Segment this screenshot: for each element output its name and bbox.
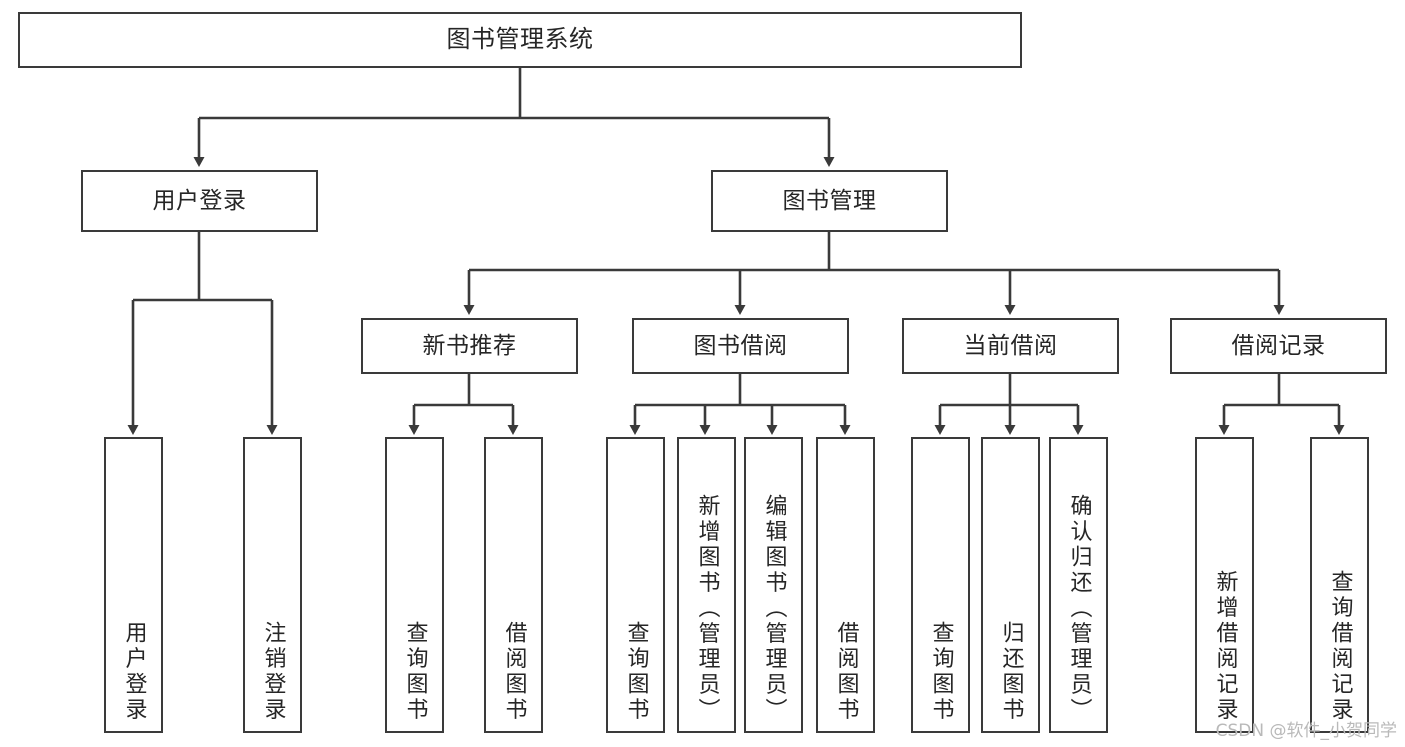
leaf-user-login-label: 用户登录 [121, 621, 147, 723]
node-book-management[interactable]: 图书管理 [711, 170, 948, 232]
node-book-borrow[interactable]: 图书借阅 [632, 318, 849, 374]
node-current-borrow[interactable]: 当前借阅 [902, 318, 1119, 374]
leaf-query-book-newbook-label: 查询图书 [402, 621, 428, 723]
leaf-user-login[interactable]: 用户登录 [104, 437, 163, 733]
leaf-logout-label: 注销登录 [260, 621, 286, 723]
node-root-book-management-system[interactable]: 图书管理系统 [18, 12, 1022, 68]
node-new-book-recommend[interactable]: 新书推荐 [361, 318, 578, 374]
leaf-query-borrow-record-label: 查询借阅记录 [1327, 570, 1353, 723]
node-borrow-record-label: 借阅记录 [1231, 332, 1326, 359]
node-new-book-recommend-label: 新书推荐 [422, 332, 517, 359]
node-book-borrow-label: 图书借阅 [693, 332, 788, 359]
leaf-add-borrow-record[interactable]: 新增借阅记录 [1195, 437, 1254, 733]
leaf-borrow-book-borrow-label: 借阅图书 [833, 621, 859, 723]
leaf-borrow-book-newbook-label: 借阅图书 [501, 621, 527, 723]
leaf-query-book-newbook[interactable]: 查询图书 [385, 437, 444, 733]
leaf-query-book-current[interactable]: 查询图书 [911, 437, 970, 733]
leaf-query-borrow-record[interactable]: 查询借阅记录 [1310, 437, 1369, 733]
node-borrow-record[interactable]: 借阅记录 [1170, 318, 1387, 374]
node-user-login-label: 用户登录 [152, 187, 247, 214]
leaf-logout[interactable]: 注销登录 [243, 437, 302, 733]
leaf-query-book-current-label: 查询图书 [928, 621, 954, 723]
leaf-edit-book-admin[interactable]: 编辑图书（管理员） [744, 437, 803, 733]
leaf-return-book[interactable]: 归还图书 [981, 437, 1040, 733]
leaf-borrow-book-newbook[interactable]: 借阅图书 [484, 437, 543, 733]
leaf-confirm-return-admin[interactable]: 确认归还（管理员） [1049, 437, 1108, 733]
leaf-add-book-admin-label: 新增图书（管理员） [694, 493, 720, 724]
leaf-query-book-borrow-label: 查询图书 [623, 621, 649, 723]
node-book-management-label: 图书管理 [782, 187, 877, 214]
leaf-add-book-admin[interactable]: 新增图书（管理员） [677, 437, 736, 733]
leaf-confirm-return-admin-label: 确认归还（管理员） [1066, 493, 1092, 724]
leaf-edit-book-admin-label: 编辑图书（管理员） [761, 493, 787, 724]
csdn-watermark: CSDN @软件_小贺同学 [1215, 721, 1397, 741]
leaf-query-book-borrow[interactable]: 查询图书 [606, 437, 665, 733]
leaf-add-borrow-record-label: 新增借阅记录 [1212, 570, 1238, 723]
node-user-login[interactable]: 用户登录 [81, 170, 318, 232]
leaf-return-book-label: 归还图书 [998, 621, 1024, 723]
node-root-label: 图书管理系统 [446, 25, 594, 54]
leaf-borrow-book-borrow[interactable]: 借阅图书 [816, 437, 875, 733]
node-current-borrow-label: 当前借阅 [963, 332, 1058, 359]
